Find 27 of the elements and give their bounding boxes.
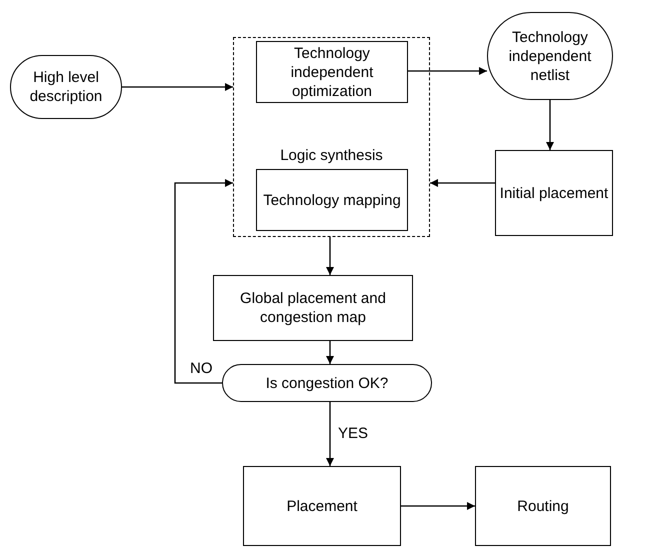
node-label: Is congestion OK? [266,374,388,392]
arrow [326,237,334,275]
arrow [122,83,233,91]
node-label: High level description [28,68,104,106]
arrow [174,179,233,384]
node-label: Routing [517,496,569,516]
arrow [326,341,334,364]
process-box [213,275,413,341]
arrow [401,502,475,510]
node-label: Technology independent optimization [290,44,374,100]
process-box [243,466,401,546]
process-box [256,169,408,231]
node-label: Initial placement [500,184,608,202]
process-box [256,41,408,103]
node-label: Global placement and congestion map [239,289,387,327]
group-box [233,37,430,237]
arrow [430,179,495,187]
arrow [546,100,554,150]
decision-terminal [222,364,432,402]
group-label: Logic synthesis [279,146,384,165]
process-box [475,466,611,546]
arrow [407,67,487,75]
node-label: Technology mapping [263,190,401,210]
node-label: Technology independent netlist [508,28,592,84]
node-label: Placement [286,496,358,516]
arrow [326,402,334,466]
process-box [495,150,613,236]
